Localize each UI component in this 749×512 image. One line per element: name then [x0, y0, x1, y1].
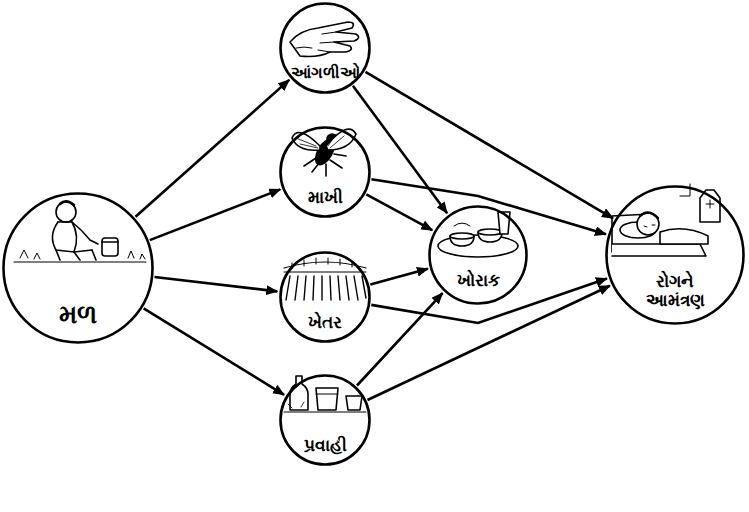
- hand-drawing: [290, 22, 359, 57]
- fluids-drawing: [284, 376, 366, 412]
- arrow-connector: [366, 72, 614, 218]
- circle-border: [607, 187, 744, 324]
- circle-node: આંગળીઓ: [279, 2, 371, 94]
- circle-border: [281, 128, 370, 217]
- circle-border: [4, 194, 153, 343]
- arrow-connector: [370, 269, 428, 285]
- node-label: ખોરાક: [428, 271, 528, 291]
- node-text: આંગળીઓ: [291, 64, 360, 82]
- arrow-connector: [155, 277, 278, 291]
- node-label: આંગળીઓ: [279, 64, 371, 82]
- circle-border: [281, 376, 370, 465]
- circle-border: [281, 4, 370, 93]
- node-label: ખેતર: [279, 313, 371, 333]
- node-text: ખોરાક: [457, 271, 500, 291]
- circle-node: ખોરાક: [428, 205, 528, 305]
- node-text: ખેતર: [308, 313, 342, 333]
- circle-node: રોગને આમંત્રણ: [605, 185, 745, 325]
- circle-node: મળ: [2, 192, 154, 344]
- circle-border: [430, 207, 527, 304]
- circle-node: ખેતર: [279, 251, 371, 343]
- node-label: પ્રવાહી: [279, 436, 371, 456]
- fly-drawing: [292, 129, 356, 176]
- sick-person-drawing: [612, 184, 720, 256]
- circle-node: માખી: [279, 126, 371, 218]
- node-text: રોગને આમંત્રણ: [627, 272, 723, 311]
- arrow-connector: [366, 194, 432, 230]
- node-label: રોગને આમંત્રણ: [605, 272, 745, 311]
- arrow-connector: [144, 308, 285, 394]
- node-text: માખી: [308, 188, 343, 208]
- node-text: પ્રવાહી: [304, 436, 347, 456]
- circle-node: પ્રવાહી: [279, 374, 371, 466]
- node-label: માખી: [279, 188, 371, 208]
- node-text: મળ: [59, 300, 97, 330]
- arrow-connector: [150, 189, 280, 240]
- circle-border: [281, 253, 370, 342]
- node-label: મળ: [2, 300, 154, 330]
- food-drawing: [438, 212, 518, 257]
